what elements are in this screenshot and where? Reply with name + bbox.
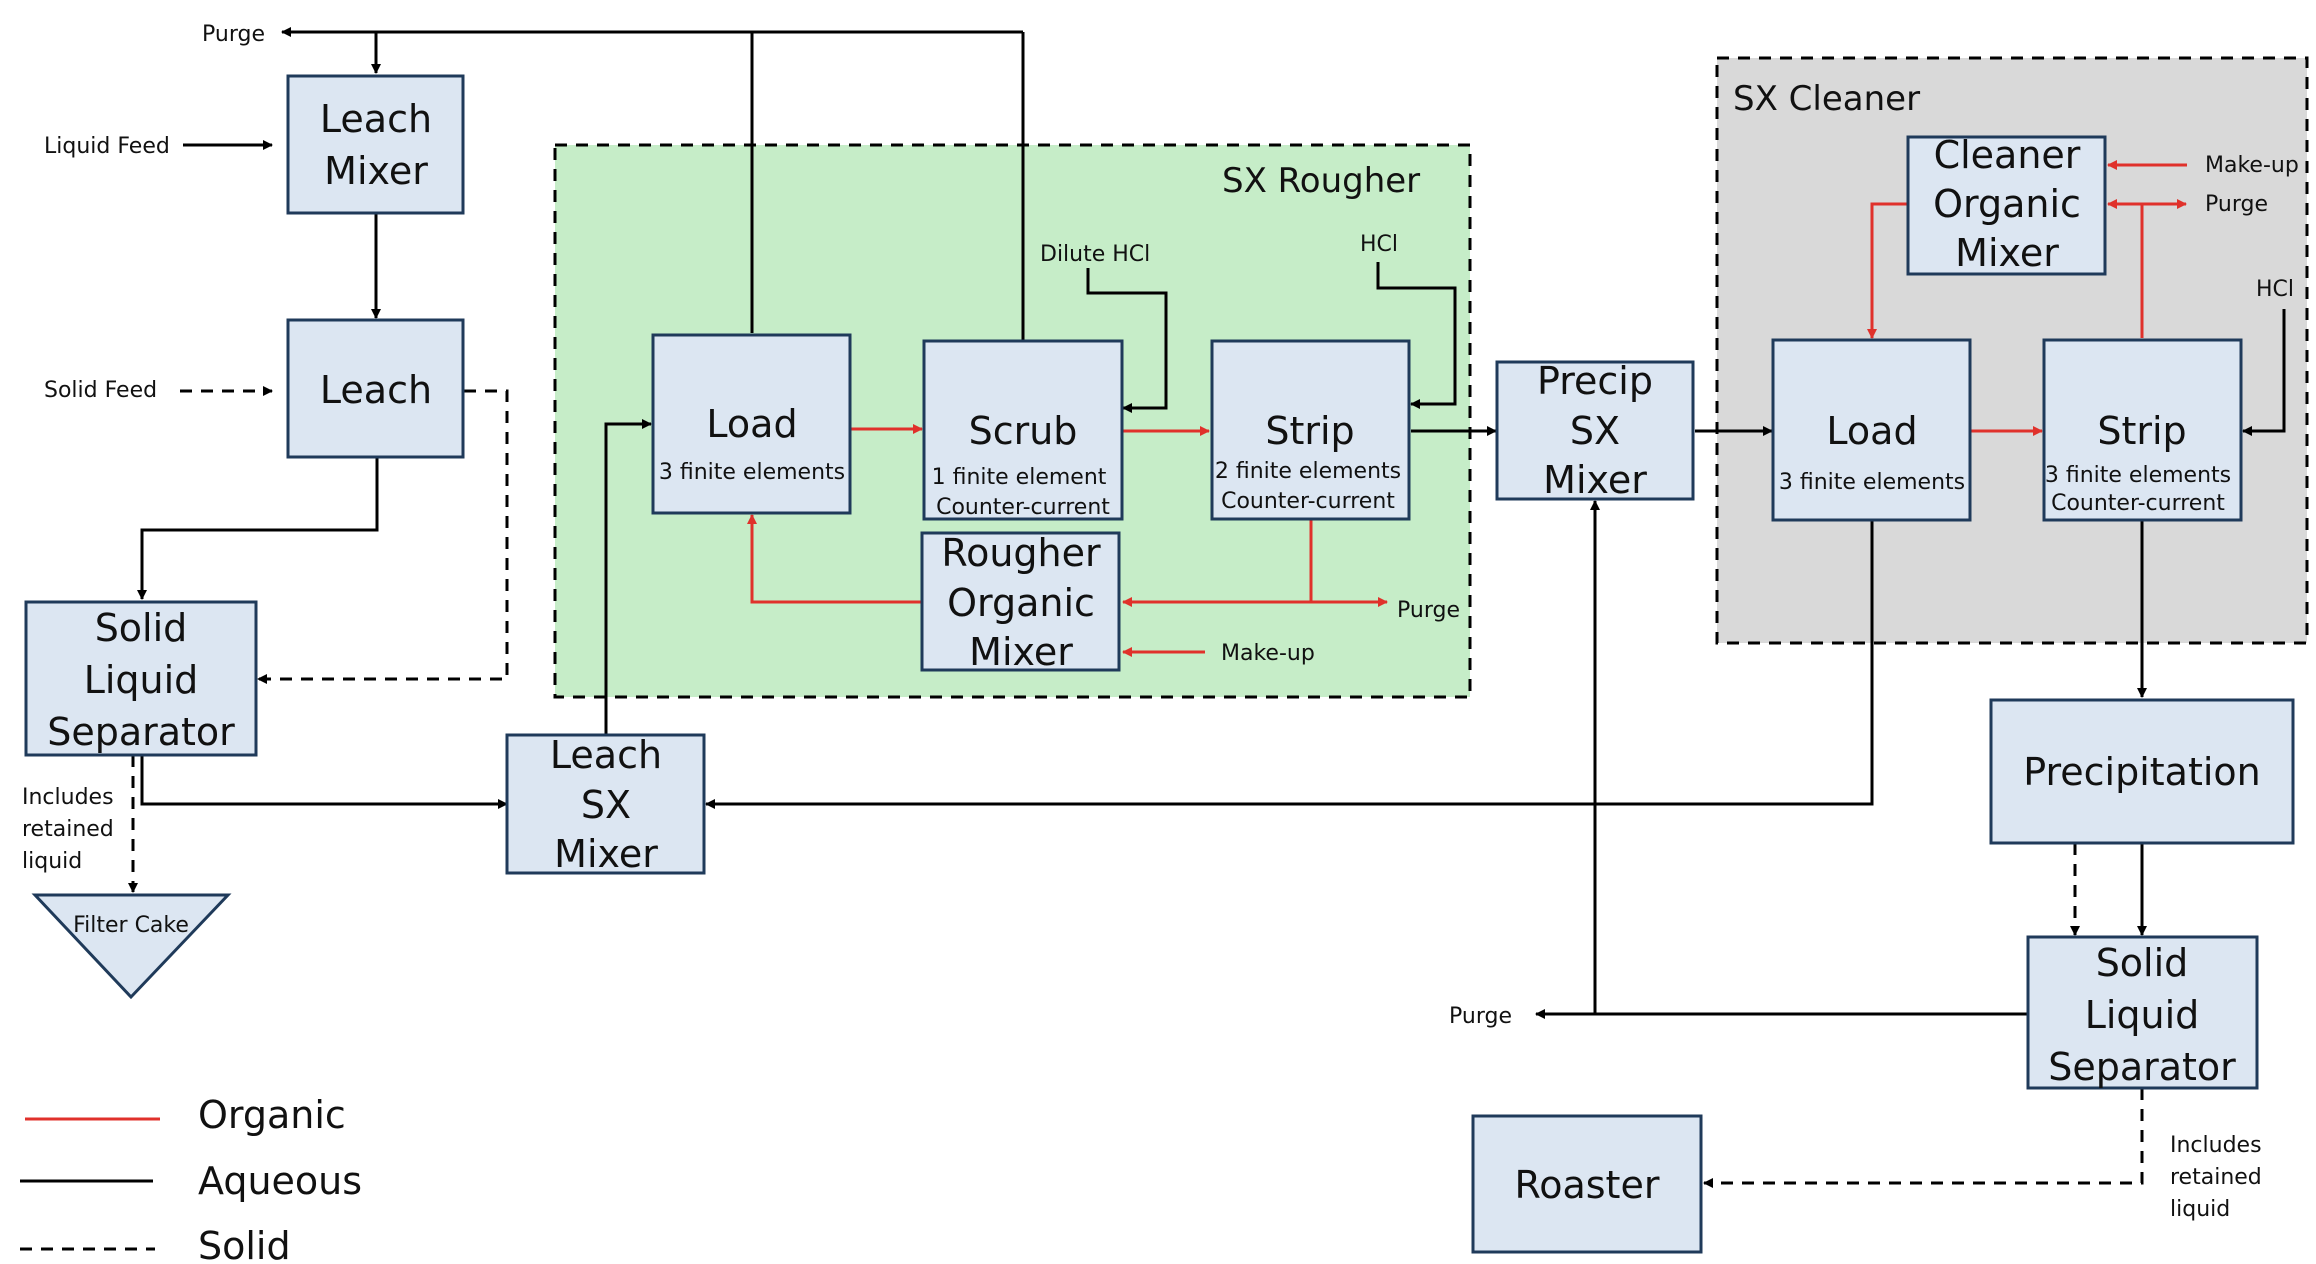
cleaner-strip-title: Strip: [2097, 409, 2186, 453]
retained-1-label-3: liquid: [22, 849, 82, 874]
rom-label-3: Mixer: [969, 630, 1073, 674]
cleaner-mixer-to-load: [1867, 202, 1908, 339]
precipitation-box: Precipitation: [1989, 698, 2295, 845]
leach-label: Leach: [320, 368, 432, 412]
cleaner-organic-mixer-box: Cleaner Organic Mixer: [1906, 133, 2107, 276]
sls2-label-1: Solid: [2096, 941, 2189, 985]
rom-label-1: Rougher: [941, 531, 1101, 575]
leach-sx-mixer-to-load: [604, 419, 652, 735]
sx-rougher-title: SX Rougher: [1222, 161, 1420, 201]
hcl-rougher-arrow: [1376, 262, 1457, 409]
precip-sx-mixer-label-3: Mixer: [1543, 458, 1647, 502]
hcl-rougher-label: HCl: [1360, 232, 1398, 257]
scrub-title: Scrub: [969, 409, 1078, 453]
retained-1-label-2: retained: [22, 817, 114, 842]
rom-label-2: Organic: [947, 581, 1095, 625]
sls2-label-2: Liquid: [2085, 993, 2200, 1037]
purge-top-label: Purge: [202, 22, 265, 47]
dilute-hcl-label: Dilute HCl: [1040, 242, 1150, 267]
leach-sx-mixer-label-2: SX: [581, 783, 631, 827]
rougher-strip-sub-1: 2 finite elements: [1215, 459, 1401, 484]
scrub-sub-2: Counter-current: [936, 495, 1110, 520]
hcl-cleaner-label: HCl: [2256, 277, 2294, 302]
scrub-box: Scrub 1 finite element Counter-current: [922, 339, 1124, 521]
organic-mixer-to-load: [747, 514, 922, 604]
rougher-strip-sub-2: Counter-current: [1221, 489, 1395, 514]
legend: Organic Aqueous Solid: [20, 1093, 362, 1264]
legend-aqueous-label: Aqueous: [198, 1159, 362, 1203]
precip-sx-mixer-label-2: SX: [1570, 409, 1620, 453]
leach-solids-to-separator: [257, 389, 509, 684]
solid-liquid-separator-1-box: Solid Liquid Separator: [24, 600, 258, 757]
legend-solid-label: Solid: [198, 1224, 291, 1264]
separator-to-leach-sx-mixer: [140, 755, 508, 809]
dilute-hcl-arrow: [1086, 268, 1168, 413]
cleaner-load-box: Load 3 finite elements: [1771, 338, 1972, 522]
purge-cleaner-label: Purge: [2205, 192, 2268, 217]
hcl-cleaner-arrow: [2242, 309, 2286, 436]
com-label-3: Mixer: [1955, 231, 2059, 275]
cleaner-strip-box: Strip 3 finite elements Counter-current: [2042, 338, 2243, 522]
cleaner-load-sub: 3 finite elements: [1779, 470, 1965, 495]
leach-box: Leach: [286, 318, 465, 459]
filter-cake-shape: Filter Cake: [31, 893, 232, 1000]
sls1-label-1: Solid: [95, 606, 188, 650]
leach-mixer-box: Leach Mixer: [286, 74, 465, 215]
leach-mixer-label-2: Mixer: [324, 149, 428, 193]
roaster-label: Roaster: [1515, 1163, 1660, 1207]
cleaner-strip-sub-1: 3 finite elements: [2045, 463, 2231, 488]
rougher-strip-title: Strip: [1265, 409, 1354, 453]
retained-2-label-3: liquid: [2170, 1197, 2230, 1222]
legend-organic-label: Organic: [198, 1093, 346, 1137]
precipitation-label: Precipitation: [2023, 750, 2261, 794]
solid-liquid-separator-2-box: Solid Liquid Separator: [2026, 935, 2259, 1090]
liquid-feed-label: Liquid Feed: [44, 134, 170, 159]
roaster-box: Roaster: [1471, 1114, 1703, 1254]
makeup-rougher-label: Make-up: [1221, 641, 1315, 666]
cleaner-load-to-leach-sx-mixer: [705, 521, 1874, 809]
rougher-load-title: Load: [706, 402, 797, 446]
leach-mixer-label-1: Leach: [320, 97, 432, 141]
solid-feed-label: Solid Feed: [44, 378, 157, 403]
makeup-cleaner-label: Make-up: [2205, 153, 2299, 178]
com-label-2: Organic: [1933, 182, 2081, 226]
leach-to-separator: [137, 457, 379, 600]
retained-2-label-1: Includes: [2170, 1133, 2262, 1158]
rougher-load-box: Load 3 finite elements: [651, 333, 852, 515]
sls1-label-2: Liquid: [84, 658, 199, 702]
cleaner-load-title: Load: [1826, 409, 1917, 453]
retained-2-label-2: retained: [2170, 1165, 2262, 1190]
precip-sx-mixer-box: Precip SX Mixer: [1495, 359, 1695, 502]
rougher-strip-box: Strip 2 finite elements Counter-current: [1210, 339, 1411, 521]
purge-rougher-label: Purge: [1397, 598, 1460, 623]
leach-sx-mixer-label-1: Leach: [550, 733, 662, 777]
separator-to-roaster: [1703, 1088, 2144, 1188]
com-label-1: Cleaner: [1934, 133, 2081, 177]
leach-sx-mixer-label-3: Mixer: [554, 832, 658, 876]
sls2-label-3: Separator: [2048, 1045, 2236, 1089]
rougher-organic-mixer-box: Rougher Organic Mixer: [920, 531, 1121, 674]
sx-cleaner-title: SX Cleaner: [1733, 79, 1920, 119]
leach-sx-mixer-box: Leach SX Mixer: [505, 733, 706, 876]
purge-bottom-label: Purge: [1449, 1004, 1512, 1029]
precip-sx-mixer-label-1: Precip: [1537, 359, 1653, 403]
rougher-load-sub: 3 finite elements: [659, 460, 845, 485]
filter-cake-label: Filter Cake: [73, 913, 189, 938]
sls1-label-3: Separator: [47, 710, 235, 754]
retained-1-label-1: Includes: [22, 785, 114, 810]
scrub-sub-1: 1 finite element: [932, 465, 1107, 490]
cleaner-strip-sub-2: Counter-current: [2051, 491, 2225, 516]
